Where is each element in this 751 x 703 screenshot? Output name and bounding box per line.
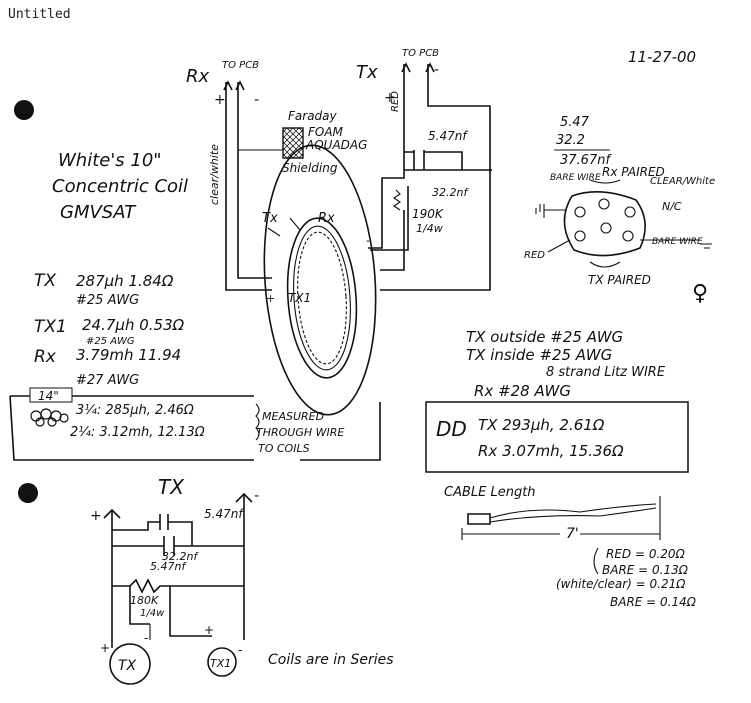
box-14-note1: MEASURED (262, 410, 324, 423)
binder-hole-bottom (18, 483, 38, 503)
spec-tx1-awg: #25 AWG (86, 336, 135, 347)
rx-plus: + (214, 92, 226, 108)
connector-bare-wire-right: BARE WIRE (652, 237, 703, 247)
calc-sum: 37.67nf (560, 153, 612, 168)
cable-length: 7' (566, 526, 579, 542)
tx-wires (368, 62, 492, 291)
schematic-right-sign: - (254, 488, 259, 504)
tx-wire-color: RED (390, 91, 401, 112)
spec-tx1-name: TX1 (34, 317, 67, 337)
rx-wires (223, 80, 284, 291)
calc-value1: 5.47 (560, 115, 590, 130)
dd-box (425, 401, 689, 473)
cable-brace-1 (593, 547, 599, 575)
cap-c2-label: 32.2nf (432, 186, 469, 199)
shield-line1: Faraday (288, 109, 338, 123)
shield-line4: Shielding (282, 161, 338, 175)
cap-c1-label: 5.47nf (428, 129, 468, 143)
tx-terminal-label: Tx (356, 62, 378, 83)
spec-rx-value: 3.79mh 11.94 (76, 346, 181, 364)
cable-red: RED = 0.20Ω (606, 547, 686, 561)
box-14-coil-sketch (30, 408, 69, 427)
wire-note-4: Rx #28 AWG (474, 382, 571, 400)
cable-white: (white/clear) = 0.21Ω (556, 577, 686, 591)
binder-hole-top (14, 100, 34, 120)
spec-tx-awg: #25 AWG (76, 293, 139, 308)
window-title: Untitled (8, 7, 71, 22)
spec-tx-name: TX (34, 271, 56, 291)
resistor-label: 190K (412, 207, 444, 221)
box-14-line1: 3¼: 285μh, 2.46Ω (76, 403, 194, 418)
coil-plus: + (266, 292, 275, 305)
schematic-c1: 5.47nf (150, 560, 187, 573)
schematic-coil-tx1 (207, 647, 237, 677)
schematic-left-sign: + (90, 508, 102, 524)
connector-rx-paired: Rx PAIRED (602, 165, 665, 179)
schematic-title: TX (158, 475, 185, 499)
box-14-brace (255, 403, 260, 441)
connector-nc: N/C (662, 200, 682, 213)
spec-rx-awg: #27 AWG (76, 373, 139, 388)
schematic-plus-2: + (204, 623, 214, 637)
schematic-wires (103, 492, 253, 648)
schematic-watt: 1/4w (140, 608, 165, 619)
coil-title-line3: GMVSAT (60, 202, 137, 223)
tx-minus: - (434, 62, 439, 78)
tx-to-pcb: TO PCB (402, 48, 439, 59)
coil-rx-label: Rx (318, 211, 335, 226)
box-14-line2: 2¼: 3.12mh, 12.13Ω (70, 425, 205, 440)
coil-tx1-label: TX1 (288, 291, 311, 305)
dd-label: DD (436, 417, 467, 441)
connector-red: RED (524, 250, 545, 261)
spec-rx-name: Rx (34, 347, 57, 367)
schematic-resistor: 180K (130, 594, 159, 607)
box-14-size-tab (29, 387, 73, 403)
tx-plus: + (384, 90, 396, 106)
schematic-c1-top: 5.47nf (204, 507, 244, 521)
shield-line2: FOAM (308, 125, 344, 139)
female-symbol: ♀ (692, 281, 708, 306)
wire-note-2: TX inside #25 AWG (466, 346, 612, 364)
rx-wire-color: clear/white (208, 144, 221, 205)
rx-to-pcb: TO PCB (222, 60, 259, 71)
dd-rx-value: Rx 3.07mh, 15.36Ω (478, 442, 624, 460)
connector-tx-paired: TX PAIRED (588, 273, 651, 287)
resistor-watt: 1/4w (416, 222, 443, 235)
cable-title: CABLE Length (444, 485, 536, 500)
shield-line3: AQUADAG (305, 138, 367, 152)
box-14-note2: THROUGH WIRE (256, 426, 344, 439)
connector-bare-wire-left: BARE WIRE (550, 173, 601, 183)
connector-diagram (535, 179, 712, 268)
schematic-coil-tx1-label: TX1 (210, 657, 231, 670)
coil-minus: - (366, 234, 370, 247)
schematic-plus-1: + (100, 641, 110, 655)
schematic-coil-tx-label: TX (118, 658, 137, 674)
cable-bare1: BARE = 0.13Ω (602, 563, 689, 577)
box-14-note3: TO COILS (258, 442, 310, 455)
coil-title-line2: Concentric Coil (52, 176, 188, 197)
shield-hatch (282, 127, 304, 159)
schematic-minus-1: - (144, 631, 148, 645)
cable-sketch (461, 496, 661, 540)
spec-tx1-value: 24.7μh 0.53Ω (82, 316, 185, 334)
coil-drawing (263, 144, 377, 416)
rx-terminal-label: Rx (186, 66, 210, 87)
date-label: 11-27-00 (628, 48, 696, 66)
cable-bare2: BARE = 0.14Ω (610, 595, 697, 609)
calc-value2: 32.2 (556, 133, 585, 148)
wire-note-1: TX outside #25 AWG (466, 328, 623, 346)
dd-tx-value: TX 293μh, 2.61Ω (478, 416, 605, 434)
schematic-c2: 32.2nf (162, 550, 199, 563)
schematic-minus-2: - (238, 643, 242, 657)
spec-tx-value: 287μh 1.84Ω (76, 272, 174, 290)
wire-note-3: 8 strand Litz WIRE (546, 365, 666, 380)
connector-clear-white: CLEAR/White (650, 176, 715, 187)
rx-minus: - (254, 92, 259, 108)
box-14-size: 14" (38, 389, 59, 403)
coil-title-line1: White's 10" (58, 150, 162, 171)
coil-tx-label: Tx (262, 211, 278, 226)
schematic-coil-tx (109, 643, 151, 685)
schematic-note: Coils are in Series (268, 652, 394, 668)
